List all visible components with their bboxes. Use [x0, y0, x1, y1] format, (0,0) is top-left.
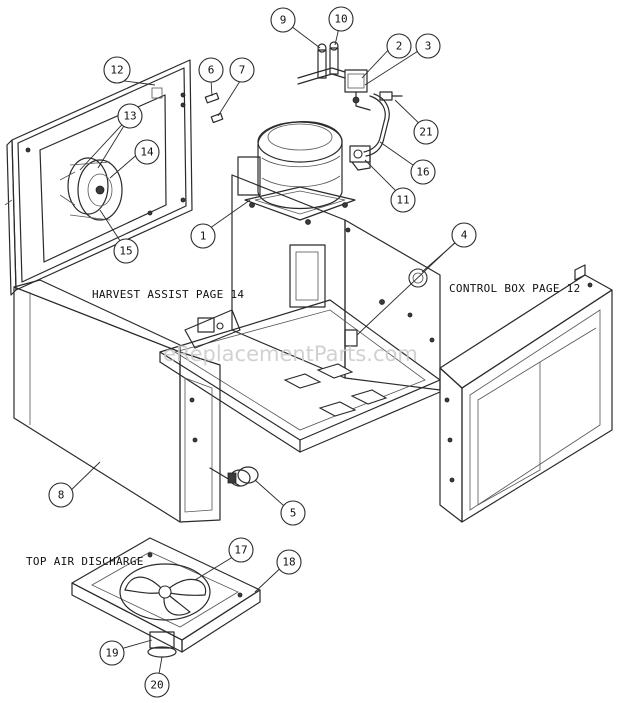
- callout-18-label: 18: [282, 556, 295, 569]
- callout-3-label: 3: [425, 40, 432, 53]
- callout-13: 13: [117, 103, 143, 129]
- top-air-discharge-note: TOP AIR DISCHARGE: [26, 555, 144, 568]
- callout-9: 9: [270, 7, 296, 33]
- callout-10: 10: [328, 6, 354, 32]
- callout-5-label: 5: [290, 507, 297, 520]
- callout-20: 20: [144, 672, 170, 698]
- callout-16-label: 16: [416, 166, 429, 179]
- callout-16: 16: [410, 159, 436, 185]
- callout-4: 4: [451, 222, 477, 248]
- callout-21-label: 21: [419, 126, 432, 139]
- harvest-assist-bracket: [184, 309, 241, 349]
- top-air-discharge-assembly: [71, 537, 261, 658]
- drain-fitting: [227, 466, 259, 487]
- callout-8: 8: [48, 482, 74, 508]
- front-side-panel: [13, 279, 241, 523]
- callout-7-label: 7: [239, 64, 246, 77]
- callout-20-label: 20: [150, 679, 163, 692]
- callout-14: 14: [134, 139, 160, 165]
- callout-6: 6: [198, 57, 224, 83]
- callout-6-label: 6: [208, 64, 215, 77]
- callout-1: 1: [190, 223, 216, 249]
- callout-2-label: 2: [396, 40, 403, 53]
- callout-2: 2: [386, 33, 412, 59]
- callout-10-label: 10: [334, 13, 347, 26]
- callout-5: 5: [280, 500, 306, 526]
- callout-21: 21: [413, 119, 439, 145]
- control-box: [439, 264, 613, 523]
- callout-19-label: 19: [105, 647, 118, 660]
- callout-8-label: 8: [58, 489, 65, 502]
- condenser-fan-panel: [4, 59, 193, 296]
- callout-17-label: 17: [234, 544, 247, 557]
- refrigeration-valves: [204, 41, 403, 171]
- callout-17: 17: [228, 537, 254, 563]
- harvest-assist-note: HARVEST ASSIST PAGE 14: [92, 288, 244, 301]
- callout-bubbles: 9 10 2 3 12 6 7 13 14 21 16 11 1 15 4 8 …: [48, 6, 477, 698]
- callout-12: 12: [103, 56, 131, 84]
- callout-1-label: 1: [200, 230, 207, 243]
- compressor: [237, 121, 356, 225]
- callout-18: 18: [276, 549, 302, 575]
- callout-14-label: 14: [140, 146, 154, 159]
- callout-19: 19: [99, 640, 125, 666]
- callout-11-label: 11: [396, 194, 409, 207]
- control-box-note: CONTROL BOX PAGE 12: [449, 282, 581, 295]
- fan-motor: [59, 157, 123, 221]
- callout-3: 3: [415, 33, 441, 59]
- callout-7: 7: [229, 57, 255, 83]
- base-chassis: [159, 174, 441, 453]
- callout-15-label: 15: [119, 245, 132, 258]
- callout-11: 11: [390, 187, 416, 213]
- callout-9-label: 9: [280, 14, 287, 27]
- callout-12-label: 12: [110, 64, 123, 77]
- watermark: eReplacementParts.com: [163, 342, 418, 366]
- callout-4-label: 4: [461, 229, 468, 242]
- callout-15: 15: [113, 238, 139, 264]
- callout-13-label: 13: [123, 110, 136, 123]
